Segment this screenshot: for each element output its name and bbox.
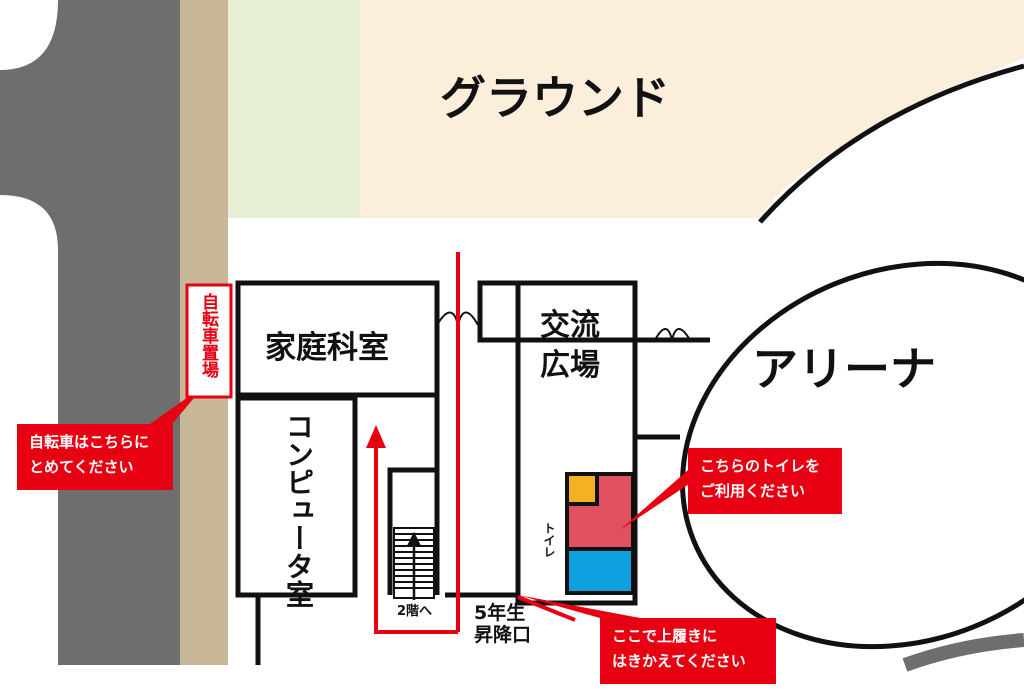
callout-bicycle-line-1: 自転車はこちらに: [29, 433, 150, 451]
ground-label: グラウンド: [440, 71, 670, 125]
home-ec-room-label: 家庭科室: [265, 330, 389, 366]
lawn-area: [228, 0, 360, 218]
home-ec-room: [235, 280, 440, 398]
arena-label: アリーナ: [752, 342, 936, 396]
callout-toilet: こちらのトイレを ご利用ください: [688, 448, 842, 514]
exchange-plaza-label: 交流広場: [540, 306, 610, 386]
arena-outline: [680, 260, 1024, 650]
toilet-orange-top: [565, 472, 599, 506]
stairs-label: 2階へ: [397, 604, 433, 619]
bicycle-parking-label: 自転車置場: [198, 293, 218, 378]
corridor-wall: [387, 395, 440, 595]
road: [0, 0, 180, 665]
central-corridor: [445, 280, 635, 598]
exchange-plaza-text: 交流広場: [540, 308, 600, 383]
toilet-blue: [565, 547, 635, 595]
route-arrowhead: [366, 425, 386, 448]
route: [374, 252, 576, 634]
callout-bicycle-line-2: とめてください: [29, 458, 134, 476]
computer-room-label: コンピュータ室: [282, 412, 315, 608]
callout-shoes: ここで上履きに はきかえてください: [600, 618, 776, 684]
arena-bottom-curve: [902, 633, 1024, 672]
callout-bicycle: 自転車はこちらに とめてください: [17, 424, 173, 490]
ground-field: [360, 0, 1024, 218]
bicycle-parking-box: [185, 283, 233, 399]
entrance-text: 5年生昇降口: [474, 602, 532, 646]
entrance-label: 5年生昇降口: [474, 602, 540, 646]
door-2: [654, 328, 691, 341]
callout-toilet-line-2: ご利用ください: [700, 482, 806, 500]
toilet-block: [632, 434, 680, 600]
callout-shoes-line-2: はきかえてください: [612, 652, 746, 670]
callout-toilet-line-1: こちらのトイレを: [700, 457, 821, 475]
callout-shoes-line-1: ここで上履きに: [612, 627, 718, 645]
toilet-label: トイレ: [542, 522, 556, 558]
computer-room: [235, 395, 358, 598]
staircase: [393, 527, 435, 600]
arena-outer-curve: [758, 63, 1024, 224]
